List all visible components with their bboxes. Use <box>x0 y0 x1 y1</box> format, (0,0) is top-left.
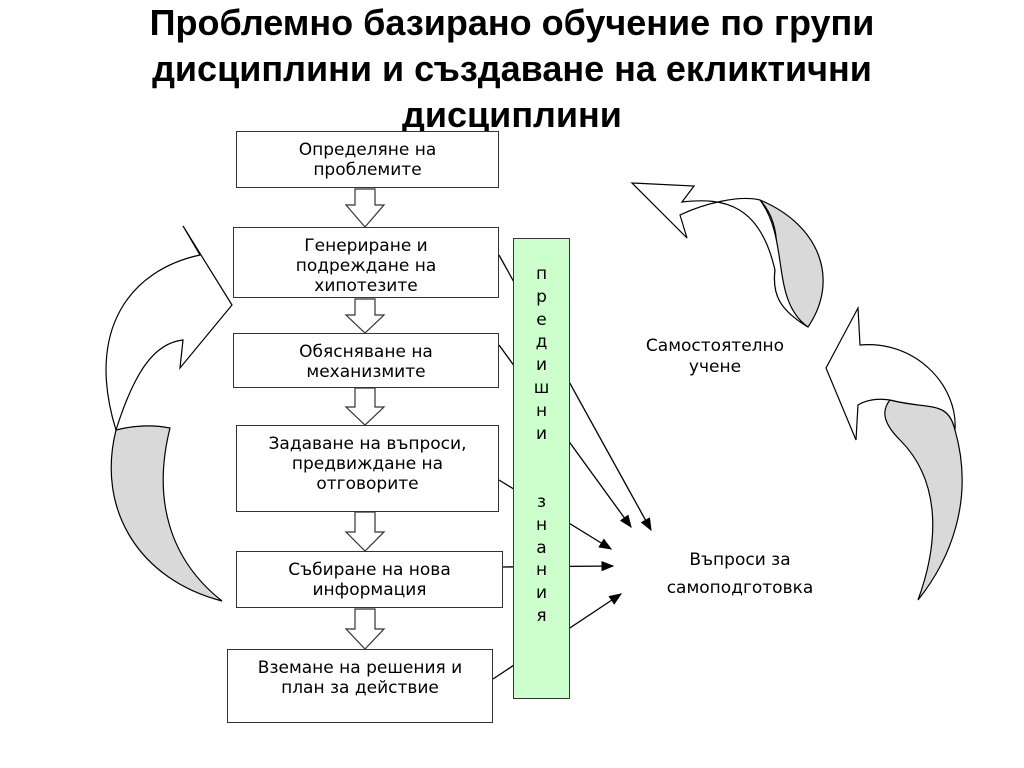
letter: е <box>536 309 547 330</box>
upper-right-loop-arrow-icon <box>630 182 824 328</box>
self-study-label: Самостоятелно учене <box>635 336 795 378</box>
slide-title: Проблемно базирано обучение по групи дис… <box>40 0 984 138</box>
step-text: Задаване на въпроси, <box>268 434 467 454</box>
letter: и <box>535 423 548 444</box>
step-ask-questions: Задаване на въпроси, предвиждане на отго… <box>236 425 499 512</box>
questions-text: самоподготовка <box>666 578 814 598</box>
title-line-1: Проблемно базирано обучение по групи <box>149 2 875 43</box>
word-gap <box>514 468 569 491</box>
step-text: Вземане на решения и <box>257 658 463 678</box>
down-arrow-icon <box>344 298 386 334</box>
step-text: Определяне на <box>298 140 437 160</box>
step-collect-information: Събиране на нова информация <box>236 551 503 608</box>
letter: н <box>535 400 548 421</box>
letter: а <box>536 537 547 558</box>
step-text: Събиране на нова <box>288 560 451 580</box>
step-decision-plan: Вземане на решения и план за действие <box>227 649 493 723</box>
self-study-text: Самостоятелно <box>645 336 785 356</box>
letter: н <box>535 560 548 581</box>
step-text: Генериране и <box>304 236 428 256</box>
questions-text: Въпроси за <box>689 550 791 570</box>
step-text: информация <box>312 580 427 600</box>
title-line-2: дисциплини и създаване на екликтични <box>152 48 872 89</box>
step-text: проблемите <box>313 160 422 180</box>
left-loop-arrow-icon <box>105 225 233 602</box>
step-text: хипотезите <box>314 276 418 296</box>
questions-label: Въпроси за самоподготовка <box>650 546 830 602</box>
word-gap <box>514 445 569 468</box>
step-text: подреждане на <box>295 256 437 276</box>
step-define-problems: Определяне на проблемите <box>236 131 499 188</box>
letter: п <box>535 264 548 284</box>
prior-knowledge-bar: п р е д и ш н и з н а н и я <box>513 238 570 699</box>
letter: ш <box>533 377 550 398</box>
letter: я <box>536 605 547 626</box>
letter: и <box>535 583 548 604</box>
down-arrow-icon <box>344 608 386 650</box>
step-text: Обясняване на <box>299 342 433 362</box>
lower-right-loop-arrow-icon <box>825 305 963 601</box>
letter: д <box>535 332 548 353</box>
step-text: предвиждане на <box>291 454 444 474</box>
letter: н <box>535 514 548 535</box>
step-text: механизмите <box>306 362 426 382</box>
self-study-text: учене <box>688 357 742 377</box>
letter: з <box>536 491 547 512</box>
title-line-3: дисциплини <box>402 94 622 135</box>
down-arrow-icon <box>344 511 386 552</box>
letter: р <box>536 286 547 307</box>
step-text: план за действие <box>281 678 439 698</box>
down-arrow-icon <box>344 188 386 228</box>
step-explain-mechanisms: Обясняване на механизмите <box>233 333 499 388</box>
down-arrow-icon <box>344 387 386 426</box>
letter: и <box>535 355 548 376</box>
prior-knowledge-text: п р е д и ш н и з н а н и я <box>514 263 569 628</box>
step-text: отговорите <box>316 474 419 494</box>
step-generate-hypotheses: Генериране и подреждане на хипотезите <box>233 227 499 298</box>
